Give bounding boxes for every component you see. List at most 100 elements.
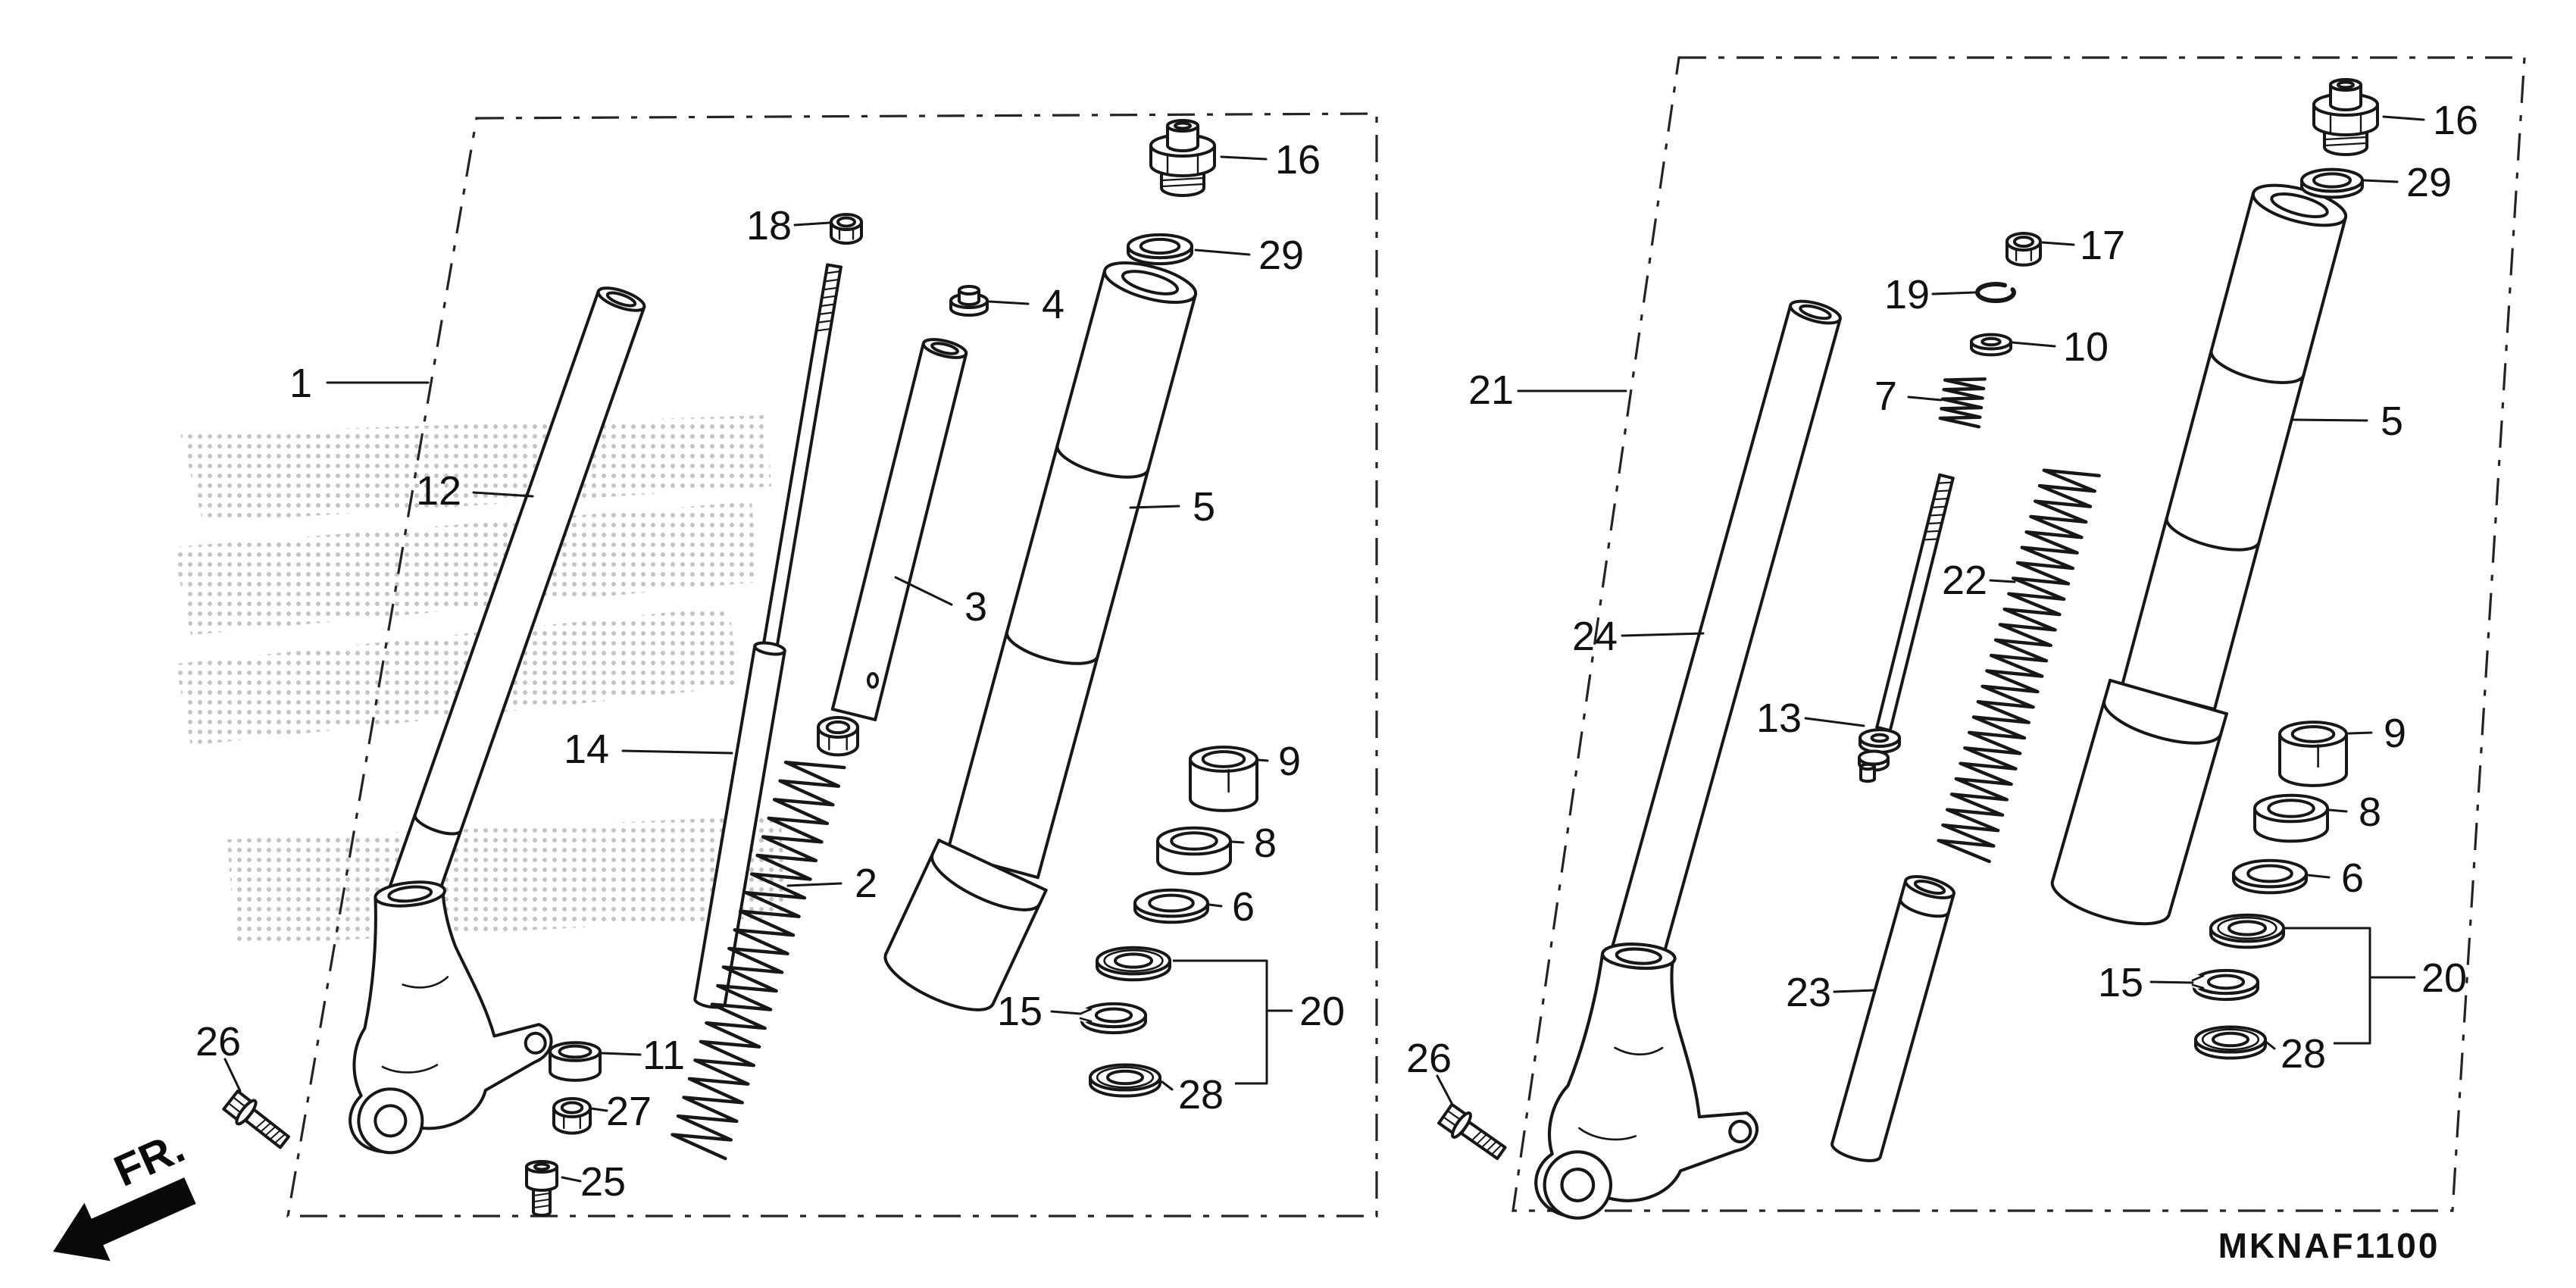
callout-label[interactable]: 1: [289, 361, 312, 406]
callout-right-21[interactable]: 21: [1468, 367, 1627, 413]
diagram-code: MKNAF1100: [2218, 1226, 2440, 1265]
callout-left-16[interactable]: 16: [1220, 137, 1321, 183]
callout-left-6[interactable]: 6: [1208, 884, 1255, 930]
leader-line: [1804, 717, 1865, 727]
callout-label[interactable]: 22: [1942, 558, 1987, 603]
callout-label[interactable]: 18: [746, 203, 792, 249]
callout-label[interactable]: 10: [2063, 324, 2109, 370]
callout-label[interactable]: 14: [564, 727, 609, 772]
callout-label[interactable]: 19: [1884, 272, 1930, 317]
callout-left-18[interactable]: 18: [746, 203, 831, 249]
callout-right-22[interactable]: 22: [1942, 558, 2016, 603]
leader-line: [2306, 874, 2331, 879]
spring-seat-10: [1970, 333, 2012, 357]
parts-artwork: [222, 78, 2379, 1220]
callout-label[interactable]: 23: [1786, 970, 1831, 1015]
callout-label[interactable]: 5: [1193, 484, 1215, 530]
callout-right-16[interactable]: 16: [2382, 98, 2478, 143]
callout-label[interactable]: 26: [195, 1019, 241, 1064]
fork-cap-16-left: [1149, 119, 1216, 197]
callout-label[interactable]: 26: [1406, 1036, 1452, 1081]
callout-label[interactable]: 8: [2359, 789, 2381, 835]
callout-left-5[interactable]: 5: [1129, 484, 1215, 530]
callout-right-7[interactable]: 7: [1874, 374, 1943, 419]
bushing-8-right: [2253, 793, 2329, 843]
callout-left-15[interactable]: 15: [997, 989, 1082, 1034]
callout-label[interactable]: 11: [642, 1033, 685, 1078]
callout-right-8[interactable]: 8: [2327, 789, 2381, 835]
leader-line: [472, 491, 534, 498]
callout-label[interactable]: 6: [1232, 884, 1255, 930]
callout-right-5[interactable]: 5: [2291, 399, 2403, 444]
callout-right-20[interactable]: 20: [2285, 927, 2467, 1045]
callout-right-9[interactable]: 9: [2347, 711, 2406, 756]
callout-left-14[interactable]: 14: [564, 727, 733, 772]
callout-label[interactable]: 4: [1042, 282, 1064, 327]
callout-label[interactable]: 29: [1258, 233, 1304, 278]
callout-label[interactable]: 2: [855, 861, 877, 906]
callout-left-11[interactable]: 11: [601, 1033, 685, 1078]
callout-left-25[interactable]: 25: [561, 1159, 626, 1205]
callout-left-2[interactable]: 2: [786, 861, 877, 906]
dust-seal-28-right: [2194, 1025, 2267, 1060]
callout-label[interactable]: 15: [997, 989, 1043, 1034]
callout-left-9[interactable]: 9: [1257, 739, 1301, 784]
inner-rod-23: [1830, 875, 1955, 1162]
callout-label[interactable]: 5: [2381, 399, 2403, 444]
fork-spring-2: [671, 760, 846, 1161]
leader-line: [601, 1052, 642, 1056]
callout-left-1[interactable]: 1: [289, 361, 430, 406]
callout-left-3[interactable]: 3: [894, 576, 987, 630]
right-fork-assembly-boundary: [1512, 56, 2526, 1212]
callout-label[interactable]: 29: [2406, 160, 2452, 205]
callout-right-17[interactable]: 17: [2041, 223, 2125, 268]
callout-label[interactable]: 9: [2384, 711, 2406, 756]
callout-label[interactable]: 27: [606, 1089, 652, 1134]
callout-label[interactable]: 20: [2421, 955, 2467, 1001]
callout-right-6[interactable]: 6: [2306, 855, 2364, 901]
callout-label[interactable]: 12: [416, 468, 461, 514]
outer-tube-5-right-case: [2050, 678, 2228, 926]
callout-right-24[interactable]: 24: [1572, 614, 1705, 659]
callout-label[interactable]: 3: [964, 584, 987, 630]
callout-label[interactable]: 16: [1275, 137, 1321, 183]
callout-left-4[interactable]: 4: [988, 282, 1064, 327]
fork-slider-1-casting: [349, 880, 553, 1155]
callout-label[interactable]: 28: [2281, 1031, 2326, 1077]
callout-label[interactable]: 24: [1572, 614, 1618, 659]
callout-label[interactable]: 25: [580, 1159, 626, 1205]
callout-right-23[interactable]: 23: [1786, 970, 1876, 1015]
callout-left-12[interactable]: 12: [416, 468, 534, 514]
backup-washer-6-left: [1133, 888, 1209, 924]
callout-left-29[interactable]: 29: [1194, 233, 1304, 278]
callout-right-19[interactable]: 19: [1884, 272, 1976, 317]
callout-label[interactable]: 21: [1468, 367, 1514, 413]
callout-label[interactable]: 20: [1299, 989, 1345, 1034]
callout-left-28[interactable]: 28: [1161, 1072, 1224, 1118]
callout-right-13[interactable]: 13: [1756, 696, 1865, 741]
callout-label[interactable]: 17: [2080, 223, 2125, 268]
flange-bolt-26-right: [1437, 1102, 1507, 1161]
leader-line: [1230, 840, 1245, 844]
callout-right-10[interactable]: 10: [2011, 324, 2109, 370]
callout-right-26[interactable]: 26: [1406, 1036, 1453, 1105]
callout-left-26[interactable]: 26: [195, 1019, 242, 1093]
callout-left-27[interactable]: 27: [589, 1089, 652, 1134]
callout-right-29[interactable]: 29: [2362, 160, 2452, 205]
outer-tube-5-left-upper: [946, 261, 1198, 880]
callout-left-20[interactable]: 20: [1173, 959, 1345, 1085]
callout-label[interactable]: 16: [2433, 98, 2478, 143]
callout-label[interactable]: 15: [2098, 960, 2143, 1005]
callout-label[interactable]: 6: [2341, 855, 2364, 901]
callout-label[interactable]: 28: [1178, 1072, 1224, 1118]
socket-bolt-25: [525, 1160, 558, 1217]
callout-label[interactable]: 7: [1874, 374, 1897, 419]
callout-label[interactable]: 13: [1756, 696, 1802, 741]
callout-right-15[interactable]: 15: [2098, 960, 2194, 1005]
leader-line: [2362, 179, 2399, 183]
callout-label[interactable]: 9: [1278, 739, 1301, 784]
callout-label[interactable]: 8: [1254, 821, 1277, 866]
callout-left-8[interactable]: 8: [1230, 821, 1277, 866]
callout-right-28[interactable]: 28: [2265, 1031, 2326, 1077]
guide-bushing-9-left: [1189, 746, 1258, 812]
